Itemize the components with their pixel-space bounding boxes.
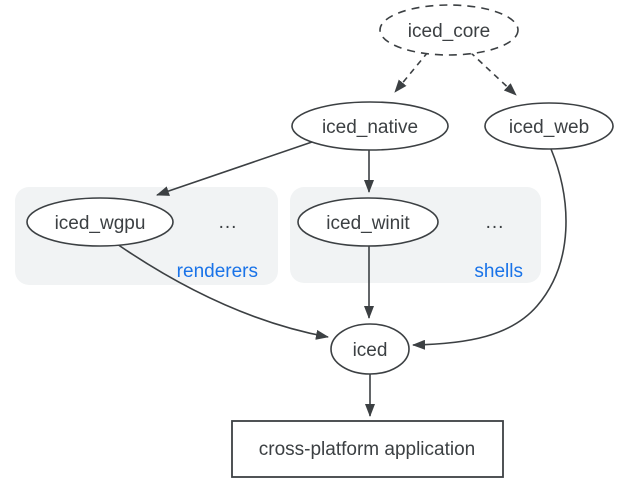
node-iced-native: iced_native — [291, 101, 449, 151]
node-iced-winit-label: iced_winit — [326, 213, 410, 234]
node-iced-label: iced — [353, 340, 388, 361]
node-application-shape — [231, 420, 504, 478]
node-iced-core-shape — [379, 4, 519, 56]
node-iced-wgpu-shape — [26, 197, 174, 247]
node-iced-wgpu-label: iced_wgpu — [55, 213, 146, 234]
group-renderers-ellipsis: ... — [219, 212, 238, 233]
node-iced-web: iced_web — [484, 102, 614, 150]
node-iced-wgpu: iced_wgpu — [26, 197, 174, 247]
edge-iced-core-to-iced-web — [469, 51, 517, 96]
node-iced-core-label: iced_core — [408, 21, 490, 42]
node-iced-core: iced_core — [379, 4, 519, 56]
edge-iced-wgpu-to-iced — [116, 243, 329, 340]
group-shells-ellipsis: ... — [486, 212, 505, 233]
node-iced-shape — [330, 323, 410, 375]
edge-iced-native-to-iced-wgpu — [156, 141, 313, 196]
group-renderers-label: renderers — [177, 261, 258, 282]
node-iced-winit-shape — [297, 197, 439, 247]
node-application: cross-platform application — [231, 420, 504, 478]
edge-iced-core-to-iced-native — [394, 51, 429, 93]
node-iced: iced — [330, 323, 410, 375]
node-application-label: cross-platform application — [259, 439, 475, 460]
node-iced-web-shape — [484, 102, 614, 150]
group-shells-label: shells — [474, 261, 523, 282]
node-iced-winit: iced_winit — [297, 197, 439, 247]
node-iced-web-label: iced_web — [509, 117, 589, 138]
node-iced-native-shape — [291, 101, 449, 151]
node-iced-native-label: iced_native — [322, 117, 418, 138]
edge-iced-web-to-iced — [412, 148, 567, 350]
